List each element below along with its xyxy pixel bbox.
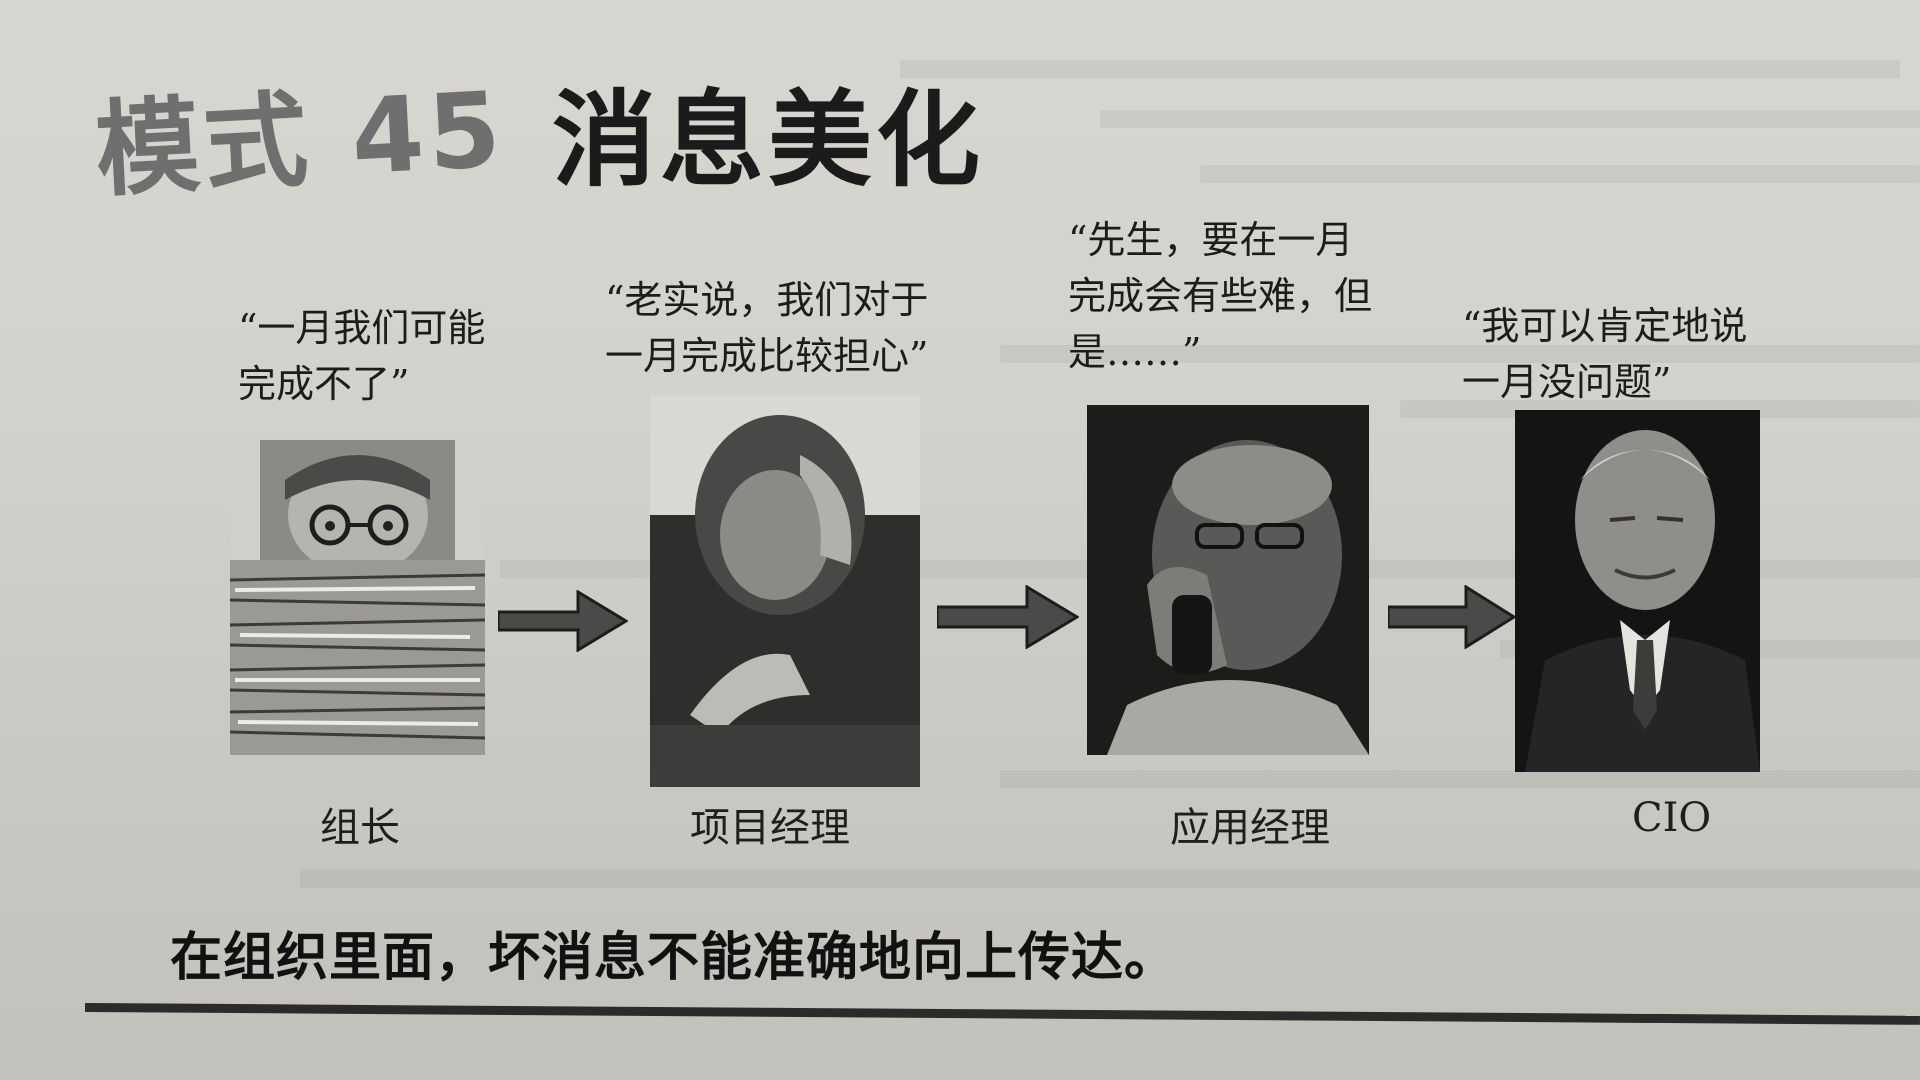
role-label-cio: CIO [1632,795,1712,841]
divider-rule [84,1003,1920,1025]
role-label-team-lead: 组长 [320,805,400,851]
role-label-application-manager: 应用经理 [1170,805,1330,851]
caption: 在组织里面，坏消息不能准确地向上传达。 [170,928,1178,988]
arrow-right-icon [1386,584,1517,650]
role-label-project-manager: 项目经理 [690,805,850,851]
quote-team-lead: “一月我们可能 完成不了” [238,300,485,412]
quote-line: “先生，要在一月 [1068,218,1354,262]
quote-line: 完成会有些难，但 [1068,274,1373,318]
bleed-through-line [1000,770,1920,788]
photo-project-manager [650,395,920,787]
quote-line: “一月我们可能 [238,306,486,350]
arrow-right-icon [935,584,1080,650]
quote-project-manager: “老实说，我们对于 一月完成比较担心” [605,272,928,384]
bleed-through-line [300,870,1920,888]
quote-line: 是……” [1068,330,1202,374]
page-title: 模式 45 消息美化 [93,55,984,211]
pattern-number: 模式 45 [92,68,508,212]
quote-cio: “我可以肯定地说 一月没问题” [1462,298,1747,410]
quote-line: “我可以肯定地说 [1462,304,1748,348]
arrow-right-icon [496,589,629,653]
photo-cio [1515,410,1760,772]
quote-line: 一月没问题” [1462,360,1672,404]
bleed-through-line [1200,165,1920,183]
quote-application-manager: “先生，要在一月 完成会有些难，但 是……” [1068,212,1372,380]
bleed-through-line [900,60,1900,78]
bleed-through-line [1100,110,1920,128]
quote-line: 完成不了” [238,362,410,406]
photo-team-lead [230,440,485,755]
quote-line: “老实说，我们对于 [605,278,929,322]
bleed-through-line [1000,345,1920,363]
photo-application-manager [1087,405,1369,755]
pattern-name: 消息美化 [551,79,984,201]
quote-line: 一月完成比较担心” [605,334,929,378]
